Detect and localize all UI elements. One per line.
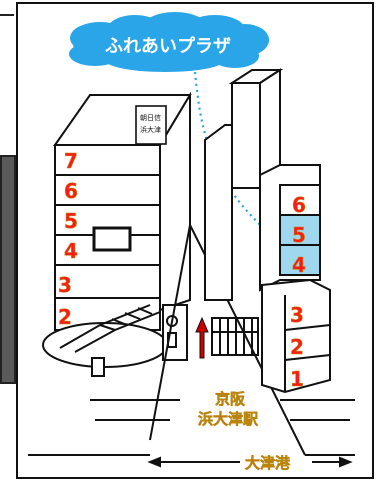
entrance-gate [212, 318, 258, 355]
floor-5-right: 5 [292, 223, 306, 247]
floor-6-left: 6 [64, 179, 78, 203]
floor-2-left: 2 [58, 305, 72, 329]
floor-5-left: 5 [64, 209, 78, 233]
floor-4-left: 4 [64, 239, 78, 263]
up-arrow-icon [196, 318, 208, 358]
sign-line-2: 浜大津 [140, 125, 161, 134]
floor-4-right: 4 [292, 253, 306, 277]
cloud-label: ふれあいプラザ [105, 35, 231, 57]
floor-6-right: 6 [292, 193, 306, 217]
sign-line-1: 朝日信 [140, 113, 161, 122]
floor-1-right: 1 [290, 367, 304, 391]
station-label-2: 浜大津駅 [198, 410, 259, 428]
station-label-1: 京阪 [215, 390, 246, 408]
floor-3-left: 3 [58, 273, 72, 297]
direction-label: 大津港 [245, 454, 291, 472]
floor-3-right: 3 [290, 303, 304, 327]
cloud-callout: ふれあいプラザ [69, 12, 269, 72]
floor-2-right: 2 [290, 335, 304, 359]
floor-7-left: 7 [64, 149, 78, 173]
